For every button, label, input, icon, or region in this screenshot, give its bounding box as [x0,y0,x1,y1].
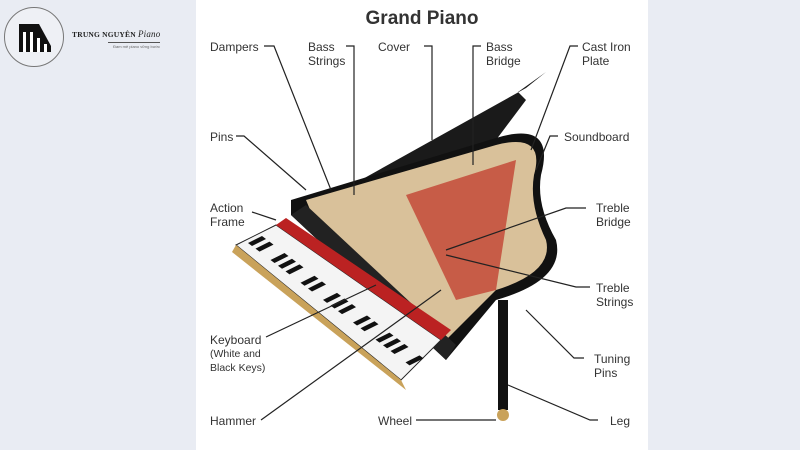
label-leg: Leg [610,414,631,428]
label-pins: Pins [210,130,234,144]
label-soundboard: Soundboard [564,130,630,144]
label-cover: Cover [378,40,411,54]
label-bass-strings: Bass Strings [308,40,346,68]
leader-lines [236,45,598,421]
diagram-title: Grand Piano [365,8,479,29]
label-keyboard-note: (White and Black Keys) [210,348,266,374]
label-action-frame: Action Frame [210,201,245,229]
diagram-panel: Grand Piano Dampers Bass Strings Cover B… [196,0,648,450]
label-cast-iron-plate: Cast Iron Plate [582,40,631,68]
label-wheel: Wheel [378,414,413,428]
label-keyboard: Keyboard [210,333,262,347]
grand-piano-illustration [232,45,598,421]
label-treble-bridge: Treble Bridge [596,201,631,229]
logo [4,7,64,67]
label-bass-bridge: Bass Bridge [486,40,521,68]
wheel [497,409,509,421]
piano-logo-icon [19,24,51,52]
brand-tagline: Đam mê piano vững bước [108,42,160,49]
label-tuning-pins: Tuning Pins [594,352,631,380]
brand-name: TRUNG NGUYÊN Piano [72,29,161,39]
label-hammer: Hammer [210,414,257,428]
label-treble-strings: Treble Strings [596,281,634,309]
leg [498,300,508,410]
black-keys [248,236,424,366]
label-dampers: Dampers [210,40,259,54]
